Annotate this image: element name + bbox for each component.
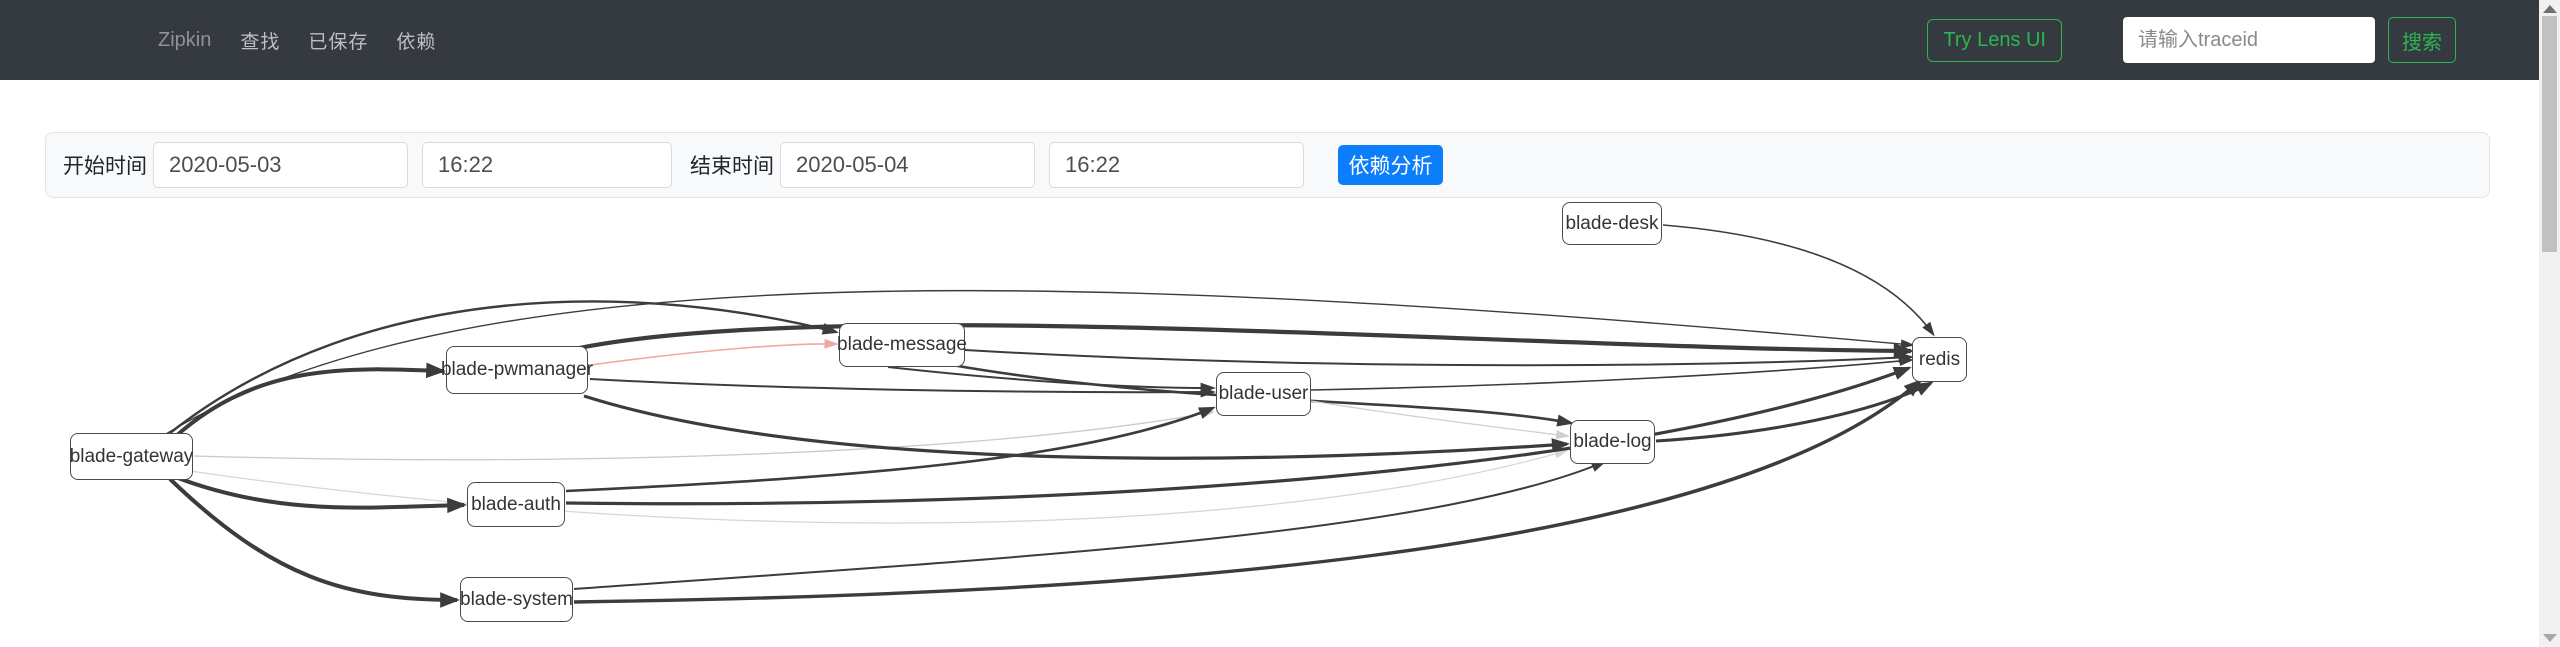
brand-zipkin[interactable]: Zipkin xyxy=(158,28,212,51)
scroll-up-icon[interactable] xyxy=(2543,5,2557,13)
edge-pwmanager-redis xyxy=(578,323,1912,354)
end-time-input[interactable] xyxy=(1049,142,1304,188)
arrowhead-gateway-user xyxy=(1200,409,1215,419)
end-time-label: 结束时间 xyxy=(690,155,774,178)
arrowhead-pwmanager-log xyxy=(1551,438,1570,452)
graph-node-auth[interactable]: blade-auth xyxy=(467,482,565,527)
arrowhead-desk-redis xyxy=(1922,321,1935,337)
time-filter-panel: 开始时间 结束时间 依赖分析 xyxy=(45,132,2490,198)
end-date-input[interactable] xyxy=(780,142,1035,188)
edge-message-redis xyxy=(964,349,1912,367)
edge-system-log xyxy=(573,461,1605,590)
nav-links: 查找 已保存 依赖 xyxy=(240,27,436,54)
arrowhead-gateway-system xyxy=(440,592,460,608)
graph-node-user[interactable]: blade-user xyxy=(1216,372,1311,416)
arrowhead-user-log xyxy=(1555,430,1570,440)
edge-auth-user xyxy=(565,406,1214,493)
scroll-down-icon[interactable] xyxy=(2543,634,2557,642)
edge-desk-redis xyxy=(1662,224,1934,335)
edge-gateway-redis xyxy=(165,289,1913,435)
arrowhead-auth-user xyxy=(1197,406,1216,419)
edge-gateway-auth xyxy=(177,476,465,510)
arrowhead-auth-redis xyxy=(1892,366,1912,380)
start-time-input[interactable] xyxy=(422,142,672,188)
start-time-label: 开始时间 xyxy=(63,155,147,178)
navbar-right-group: Try Lens UI 搜索 xyxy=(1927,0,2456,80)
arrowhead-pwmanager-redis xyxy=(1893,342,1914,359)
edge-pwmanager-log xyxy=(583,394,1568,460)
arrowhead-gateway-auth xyxy=(447,497,467,514)
search-button[interactable]: 搜索 xyxy=(2388,17,2456,63)
edge-gateway-user xyxy=(193,411,1213,461)
edge-gateway-system xyxy=(168,477,458,602)
graph-node-desk[interactable]: blade-desk xyxy=(1562,202,1662,245)
nav-item-dependencies[interactable]: 依赖 xyxy=(396,31,437,53)
graph-node-redis[interactable]: redis xyxy=(1912,337,1967,382)
traceid-search-input[interactable] xyxy=(2123,17,2375,63)
vertical-scrollbar xyxy=(2539,0,2560,647)
nav-item-find[interactable]: 查找 xyxy=(240,31,281,53)
top-navbar: Zipkin 查找 已保存 依赖 Try Lens UI 搜索 xyxy=(0,0,2560,80)
arrowhead-gateway-message xyxy=(821,323,839,335)
nav-item-saved[interactable]: 已保存 xyxy=(308,31,369,53)
edge-gateway-pwmanager xyxy=(174,367,444,438)
arrowhead-pwmanager-user xyxy=(1200,386,1216,398)
arrowhead-gateway-log xyxy=(1554,449,1569,459)
scrollbar-thumb[interactable] xyxy=(2542,16,2557,252)
edge-pwmanager-message xyxy=(589,343,837,366)
graph-node-system[interactable]: blade-system xyxy=(460,577,573,622)
graph-node-pwmanager[interactable]: blade-pwmanager xyxy=(441,346,593,394)
edge-message-user xyxy=(887,366,1214,389)
edge-user-redis xyxy=(1310,359,1912,391)
edge-gateway-log xyxy=(189,450,1567,524)
edge-log-redis xyxy=(1655,381,1932,443)
graph-node-message[interactable]: blade-message xyxy=(837,323,967,367)
start-date-input[interactable] xyxy=(153,142,408,188)
edge-user-log xyxy=(1310,400,1568,437)
graph-node-log[interactable]: blade-log xyxy=(1570,420,1655,464)
dependency-analyze-button[interactable]: 依赖分析 xyxy=(1338,145,1443,185)
try-lens-ui-button[interactable]: Try Lens UI xyxy=(1927,18,2062,62)
arrowhead-message-user xyxy=(1200,382,1216,394)
graph-node-gateway[interactable]: blade-gateway xyxy=(70,433,193,480)
edge-pwmanager-user xyxy=(589,378,1214,394)
arrowhead-log-redis xyxy=(1915,381,1934,396)
